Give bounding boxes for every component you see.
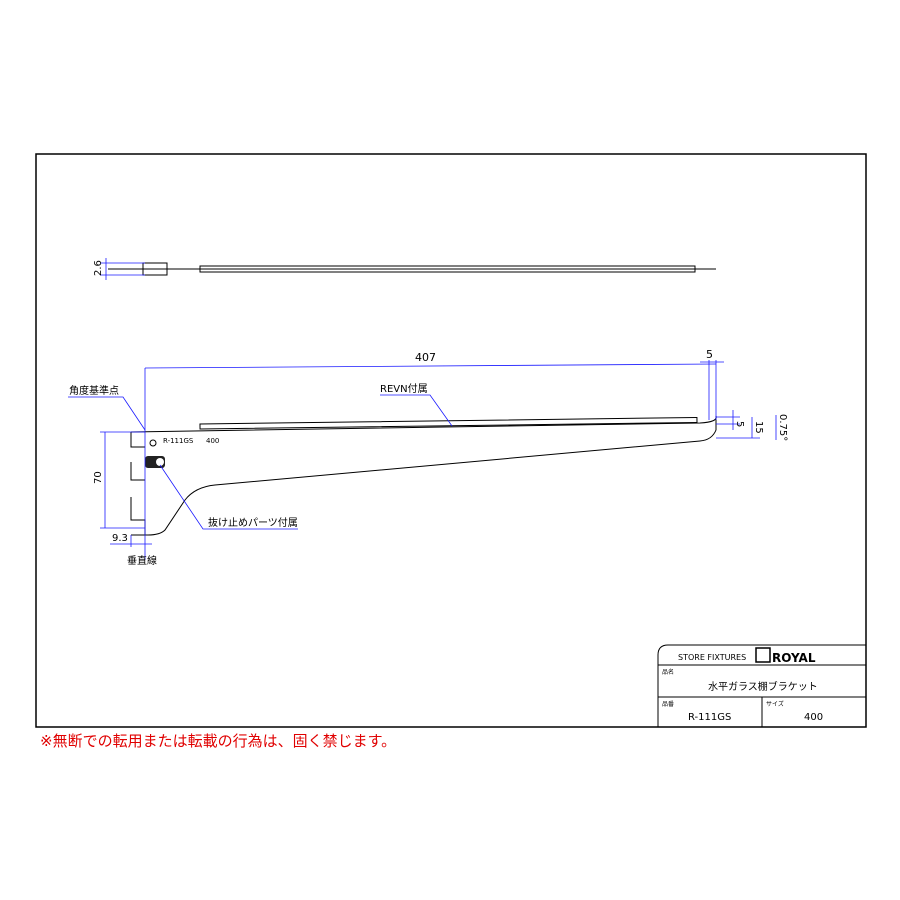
dim-length: 407 [415,351,436,364]
drawing-frame [35,153,867,728]
copyright-notice: ※無断での転用または転載の行為は、固く禁じます。 [40,732,397,750]
label-vertical-line: 垂直線 [127,554,157,567]
dim-tip-height: 5 [734,421,745,427]
label-revn: REVN付属 [380,382,428,395]
name-value: 水平ガラス棚ブラケット [708,680,818,693]
company-name: STORE FIXTURES [678,653,746,662]
stamp-model: R-111GS [163,437,194,445]
top-view: 2.6 [93,258,716,280]
name-label: 品名 [662,668,674,676]
dim-height: 70 [93,471,104,484]
dim-tip-total: 15 [753,421,764,434]
dim-offset: 9.3 [112,533,128,544]
title-block: STORE FIXTURES ROYAL 品名 水平ガラス棚ブラケット 品番 R… [657,644,866,727]
label-angle-reference: 角度基準点 [69,384,119,397]
size-value: 400 [804,712,823,723]
label-stopper: 抜け止めパーツ付属 [208,516,298,529]
number-value: R-111GS [688,712,731,723]
stamp-size: 400 [206,437,219,445]
brand-name: ROYAL [772,651,816,665]
dim-angle: 0.75° [777,414,788,441]
number-label: 品番 [662,701,674,708]
dim-tip-width: 5 [706,348,713,361]
size-label: サイズ [766,700,784,708]
side-view: R-111GS 400 407 5 5 15 0.75° 70 9.3 角度基準… [68,348,788,567]
royal-logo-icon [755,647,771,663]
dim-thickness: 2.6 [93,260,104,276]
